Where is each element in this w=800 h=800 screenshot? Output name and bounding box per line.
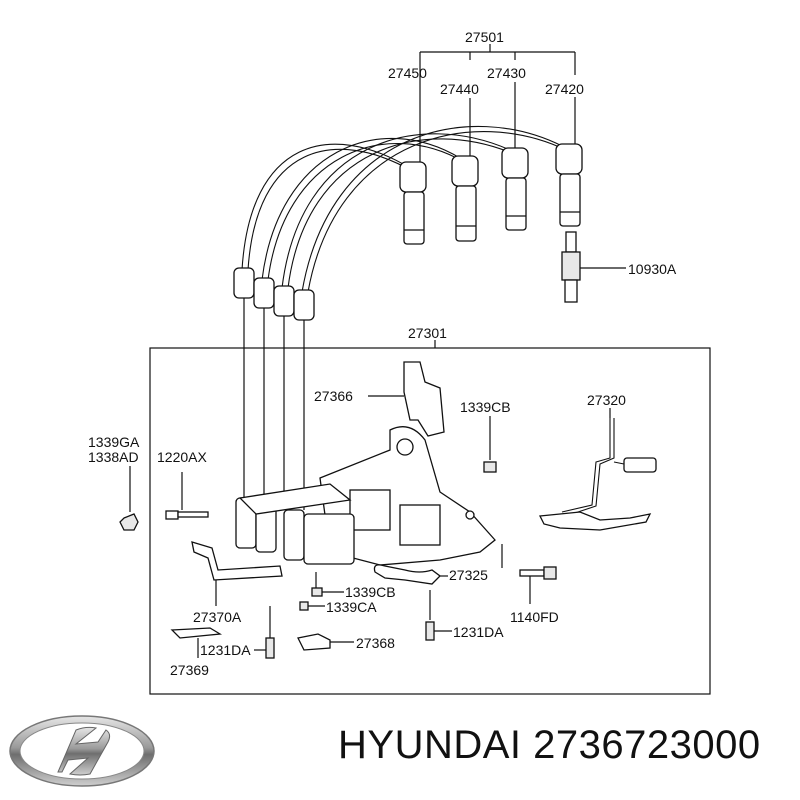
label-27370A: 27370A (193, 609, 242, 625)
nut-1339CB-bottom (311, 572, 344, 597)
coil-mount-plate (319, 426, 496, 566)
nut-1339CA (299, 601, 325, 611)
screw-1231DA-left (254, 606, 275, 659)
bracket-27370A (191, 541, 283, 606)
plug-boot-27430 (501, 147, 529, 231)
ignition-coil (235, 483, 355, 565)
ignition-wire-bundle (241, 125, 567, 293)
hyundai-logo-icon (9, 715, 155, 787)
label-1339GA: 1339GA (88, 434, 140, 450)
label-27301: 27301 (408, 325, 447, 341)
bolt-1220AX (165, 472, 209, 520)
label-1231DA-right: 1231DA (453, 624, 504, 640)
label-1338AD: 1338AD (88, 449, 139, 465)
label-27368: 27368 (356, 635, 395, 651)
label-1339CA: 1339CA (326, 599, 377, 615)
label-27450: 27450 (388, 65, 427, 81)
nut-1339GA (119, 466, 139, 531)
label-1231DA-left: 1231DA (200, 642, 251, 658)
label-27320: 27320 (587, 392, 626, 408)
label-27366: 27366 (314, 388, 353, 404)
plug-boot-27440 (451, 155, 479, 242)
label-27325: 27325 (449, 567, 488, 583)
label-27369: 27369 (170, 662, 209, 678)
nut-1339CB-top (483, 416, 497, 473)
bracket-27366 (368, 361, 445, 437)
clip-27325 (373, 564, 448, 585)
frame-27301 (149, 340, 711, 695)
label-1140FD: 1140FD (510, 609, 559, 625)
plug-boot-27420 (555, 143, 583, 227)
screw-1231DA-right (425, 590, 452, 641)
label-1339CB-top: 1339CB (460, 399, 511, 415)
bolt-1140FD (501, 544, 557, 604)
label-27430: 27430 (487, 65, 526, 81)
label-1339CB-bottom: 1339CB (345, 584, 396, 600)
label-10930A: 10930A (628, 261, 677, 277)
part-labels: 27501 27450 27430 27440 27420 10930A 273… (88, 29, 677, 678)
plate-27369 (170, 627, 223, 658)
harness-27320 (538, 408, 657, 531)
label-27501: 27501 (465, 29, 504, 45)
label-27440: 27440 (440, 81, 479, 97)
coil-end-boots (233, 267, 315, 510)
clip-27368 (297, 633, 354, 651)
label-1220AX: 1220AX (157, 449, 207, 465)
bracket-27501 (419, 44, 576, 165)
spark-plug-10930A (561, 231, 626, 303)
label-27420: 27420 (545, 81, 584, 97)
plug-boot-27450 (399, 161, 427, 245)
brand-caption: HYUNDAI 2736723000 (338, 723, 761, 767)
